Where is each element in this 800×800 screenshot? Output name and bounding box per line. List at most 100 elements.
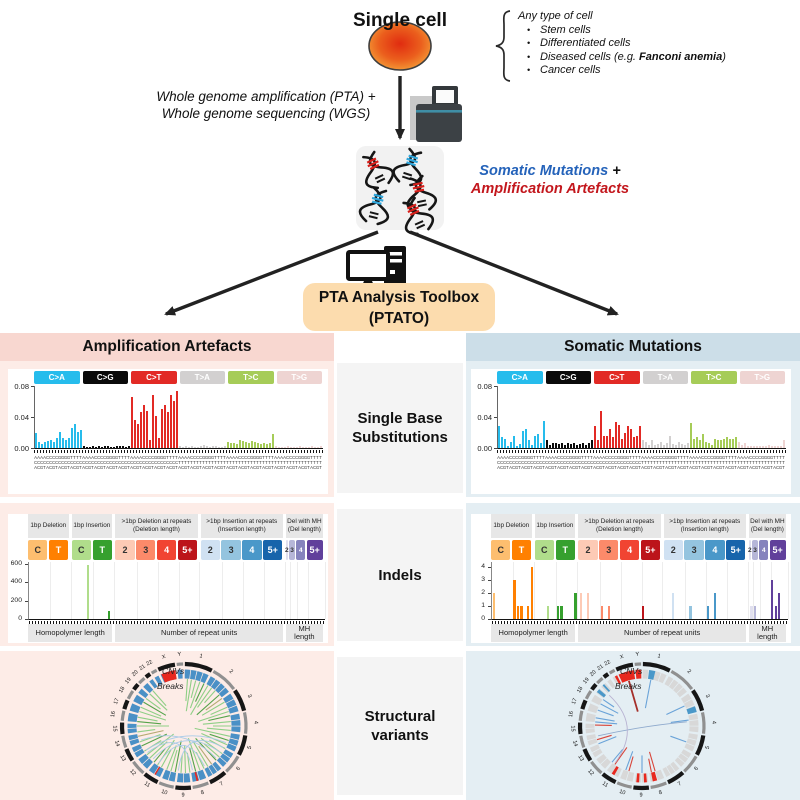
sbs-bar <box>296 447 298 448</box>
cnv-ring-segment <box>592 748 603 758</box>
cnv-ring-segment <box>653 671 661 682</box>
single-cell-icon <box>368 21 432 71</box>
sbs-bar <box>504 438 506 448</box>
indel-column <box>158 562 180 619</box>
chromosome-label-9: 9 <box>639 792 642 798</box>
sbs-bar <box>230 443 232 448</box>
sbs-xlabel: CCA <box>509 454 512 470</box>
sbs-xlabel: CTA <box>190 454 193 470</box>
indel-swatch-T: T <box>511 540 532 560</box>
sbs-xlabel: TCG <box>172 454 175 470</box>
indel-axis-label: Homopolymer length <box>491 624 576 642</box>
sbs-xlabel: CCG <box>148 454 151 470</box>
sbs-xlabel: TCC <box>169 454 172 470</box>
sbs-xlabel: GTT <box>307 454 310 470</box>
sbs-xlabel: TCA <box>118 454 121 470</box>
sbs-ytick <box>31 448 34 449</box>
indel-axis-label: MH length <box>285 624 323 642</box>
sbs-bar <box>642 440 644 448</box>
chromosome-label-15: 15 <box>569 725 575 731</box>
sbs-xlabel: ATG <box>647 454 650 470</box>
cnv-ring-segment <box>162 769 171 781</box>
chromosome-label-X: X <box>619 654 624 661</box>
sbs-xlabel: TTG <box>268 454 271 470</box>
sbs-xlabel: TCT <box>590 454 593 470</box>
break-line <box>160 749 172 768</box>
chromosome-label-11: 11 <box>601 781 609 789</box>
cnv-ring-segment <box>191 771 200 782</box>
sbs-bar <box>621 438 623 448</box>
cnv-ring-segment <box>674 757 685 767</box>
sbs-bar <box>236 444 238 448</box>
indel-column <box>557 562 579 619</box>
sbs-bar <box>723 438 725 448</box>
sbs-bar <box>224 446 226 448</box>
sbs-xlabel: GTG <box>767 454 770 470</box>
sbs-xlabel: GCG <box>112 454 115 470</box>
indel-swatch-T: T <box>48 540 69 560</box>
sbs-bar <box>53 441 55 448</box>
cnv-segment-chr20 <box>602 684 611 692</box>
sbs-xlabel: CCC <box>560 454 563 470</box>
indel-axis-label: Homopolymer length <box>28 624 113 642</box>
chromosome-arc-X <box>157 662 176 672</box>
indel-column <box>73 562 95 619</box>
sbs-bar <box>74 424 76 448</box>
sbs-xlabel: ATG <box>184 454 187 470</box>
sbs-xlabel: TCA <box>70 454 73 470</box>
sbs-legend-C>A: C>A <box>497 371 543 384</box>
break-line <box>185 679 189 702</box>
chromosome-arc-13 <box>582 748 593 762</box>
indel-bar <box>557 606 560 619</box>
break-line <box>137 716 158 722</box>
sbs-bar <box>537 434 539 448</box>
sbs-xlabel: TCT <box>79 454 82 470</box>
sv-link <box>145 735 226 751</box>
sbs-bar <box>552 443 554 448</box>
sbs-bar <box>182 447 184 448</box>
break-line <box>180 754 183 773</box>
sbs-xlabel: TTT <box>734 454 737 470</box>
sbs-bar <box>510 441 512 448</box>
sbs-bar <box>783 440 785 448</box>
sbs-bar <box>62 437 64 448</box>
sbs-xlabel: GTT <box>259 454 262 470</box>
cell-type-list: Any type of cell •Stem cells•Differentia… <box>518 10 788 77</box>
sv-link <box>147 742 193 771</box>
sbs-ytick <box>494 417 497 418</box>
indel-column <box>753 562 762 619</box>
chromosome-arc-20 <box>596 676 604 685</box>
sbs-bar <box>543 420 545 448</box>
sbs-bar <box>176 391 178 448</box>
cnv-ring-segment <box>195 671 203 682</box>
chromosome-arc-20 <box>138 676 146 685</box>
cnv-ring-segment <box>600 758 611 769</box>
list-item: •Stem cells <box>518 24 788 37</box>
indel-column <box>243 562 265 619</box>
list-item-text: Differentiated cells <box>540 37 631 50</box>
sbs-bar <box>690 423 692 448</box>
indel-section-header: 1bp Deletion <box>491 514 532 538</box>
chromosome-label-7: 7 <box>677 781 683 788</box>
sbs-bar <box>774 446 776 448</box>
sbs-bar <box>47 441 49 448</box>
sbs-xlabel: GTG <box>304 454 307 470</box>
cnv-ring-segment <box>223 749 234 758</box>
sbs-xlabel: TCC <box>121 454 124 470</box>
sbs-xlabel: CTT <box>758 454 761 470</box>
cnv-ring-segment <box>149 679 158 689</box>
chromosome-arc-X <box>615 662 634 672</box>
sbs-bar <box>302 447 304 448</box>
sbs-bar <box>522 431 524 448</box>
chromosome-label-16: 16 <box>110 711 117 718</box>
cnv-ring-segment <box>218 687 229 698</box>
sbs-bar <box>768 444 770 448</box>
indel-column <box>621 562 643 619</box>
sbs-xlabel: CTG <box>292 454 295 470</box>
sbs-bar <box>567 442 569 448</box>
cnv-ring-segment <box>127 712 138 723</box>
indel-swatch-4: 4 <box>619 540 640 560</box>
